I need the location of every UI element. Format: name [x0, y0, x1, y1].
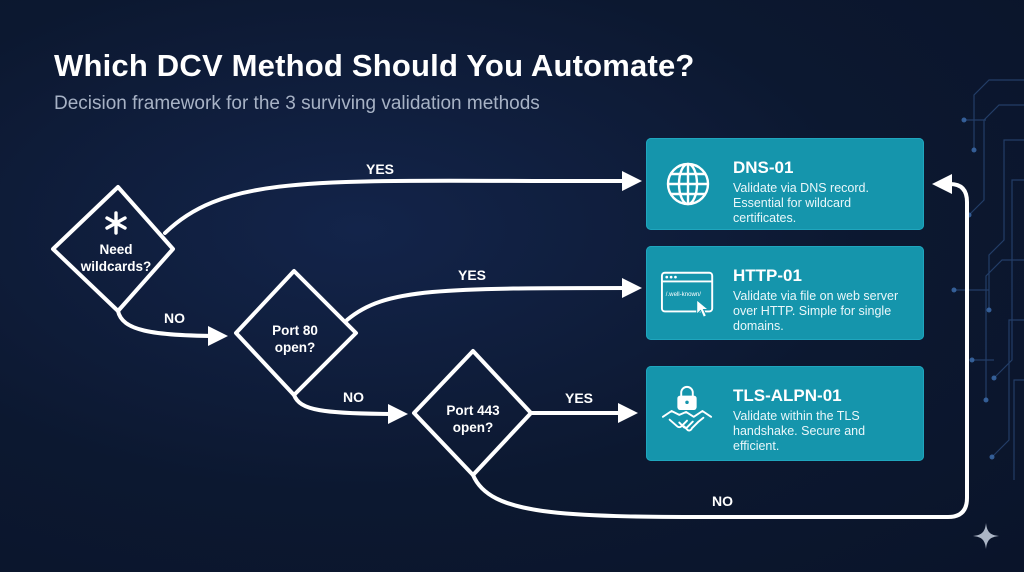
edge-label-port80-no: NO: [343, 389, 364, 405]
edge-label-port80-yes: YES: [458, 267, 487, 283]
edge-label-port443-no: NO: [712, 493, 733, 509]
method-card-http01: /.well-known/ HTTP-01 Validate via file …: [646, 246, 924, 340]
method-card-tlsalpn01: TLS-ALPN-01 Validate within the TLS hand…: [646, 366, 924, 461]
sparkle-icon: [973, 523, 999, 549]
edge-label-port443-yes: YES: [565, 390, 594, 406]
method-card-dns01: DNS-01 Validate via DNS record. Essentia…: [646, 138, 924, 230]
edge-label-wildcards-yes: YES: [366, 161, 395, 177]
circuit-board-decoration: [951, 79, 1024, 480]
page-subtitle: Decision framework for the 3 surviving v…: [54, 93, 540, 114]
edge-port80-yes: [345, 278, 642, 322]
edge-wildcards-no: [116, 309, 228, 346]
method-name: HTTP-01: [733, 266, 802, 285]
globe-icon: [666, 162, 710, 206]
edge-port443-no: [471, 174, 969, 519]
page-title: Which DCV Method Should You Automate?: [54, 48, 695, 83]
edge-wildcards-yes: [163, 171, 642, 235]
method-name: TLS-ALPN-01: [733, 386, 842, 405]
edge-port80-no: [292, 393, 408, 424]
decision-wildcards-label: Need wildcards?: [80, 242, 152, 274]
method-description: Validate via file on web server over HTT…: [733, 289, 899, 333]
decision-port80-label: Port 80 open?: [272, 323, 318, 355]
asterisk-icon: [105, 211, 127, 235]
browser-window-icon: /.well-known/: [660, 271, 714, 318]
lock-handshake-icon: [661, 385, 713, 432]
method-description: Validate within the TLS handshake. Secur…: [733, 409, 866, 453]
method-name: DNS-01: [733, 158, 794, 177]
decision-port443-label: Port 443 open?: [446, 403, 500, 435]
browser-path-text: /.well-known/: [666, 291, 701, 298]
edge-label-wildcards-no: NO: [164, 310, 185, 326]
method-description: Validate via DNS record. Essential for w…: [733, 181, 869, 225]
